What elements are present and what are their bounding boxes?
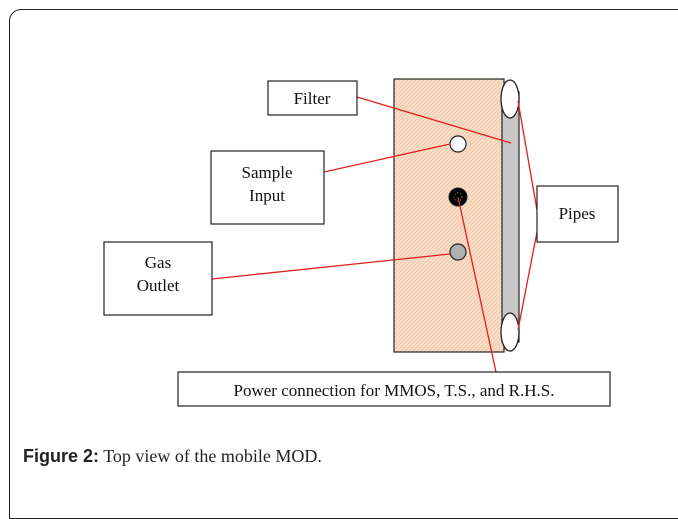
filter-connector-line	[356, 96, 512, 144]
mod-top-view-diagram: Filter Sample Input Gas Outlet Pipes Pow…	[103, 78, 619, 407]
device-body	[393, 78, 505, 353]
gas-outlet-port	[449, 243, 467, 261]
pipes-connector-top-line	[517, 100, 538, 211]
sample-input-port	[449, 135, 467, 153]
sample-input-label-box	[210, 150, 325, 225]
sample-input-label-line1: Sample	[242, 163, 293, 182]
figure-caption: Figure 2: Top view of the mobile MOD.	[23, 446, 322, 467]
gas-outlet-label-box	[103, 241, 213, 316]
pipe-top	[500, 79, 520, 119]
filter-label-box	[267, 80, 358, 116]
power-connection-label-box	[177, 371, 611, 407]
filter-label: Filter	[294, 89, 331, 108]
pipes-connector-bottom-line	[517, 231, 538, 331]
figure-number: Figure 2:	[23, 446, 100, 466]
filter-strip	[501, 91, 520, 343]
pipe-bottom	[500, 312, 520, 352]
sample-input-label-line2: Input	[249, 186, 285, 205]
power-connector-line	[457, 196, 497, 373]
gas-outlet-connector-line	[211, 253, 451, 280]
power-connection-label: Power connection for MMOS, T.S., and R.H…	[234, 381, 555, 400]
caption-text: Top view of the mobile MOD.	[99, 446, 322, 466]
pipes-label-box	[536, 185, 619, 243]
gas-outlet-label-line1: Gas	[145, 253, 171, 272]
sample-input-connector-line	[323, 143, 451, 173]
power-port-dots	[453, 192, 463, 202]
pipes-label: Pipes	[559, 204, 596, 223]
gas-outlet-label-line2: Outlet	[137, 276, 180, 295]
